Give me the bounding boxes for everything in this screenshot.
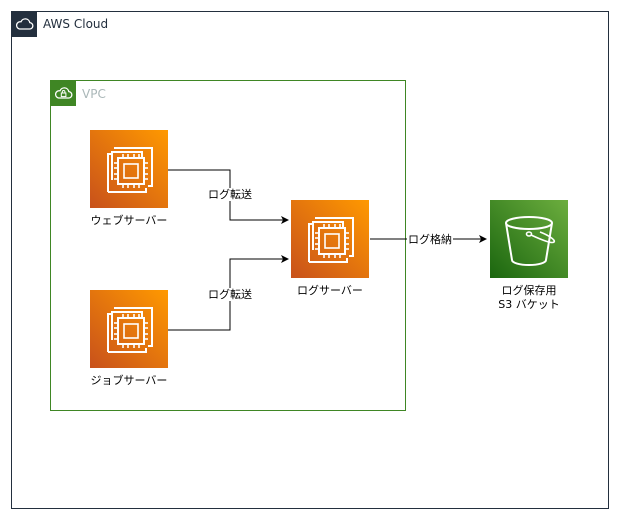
ec2-instance-icon (105, 307, 153, 353)
edge-label-web-to-log: ログ転送 (207, 188, 253, 201)
vpc-group: VPC (50, 80, 406, 411)
vpc-label: VPC (82, 87, 106, 101)
cloud-icon (12, 12, 37, 37)
s3-bucket-icon (505, 216, 556, 266)
web-server-label: ウェブサーバー (90, 214, 168, 227)
job-server-node (90, 290, 168, 368)
s3-bucket-node (490, 200, 568, 278)
aws-cloud-group: AWS Cloud (11, 11, 609, 509)
log-server-label: ログサーバー (297, 284, 363, 297)
s3-bucket-label-line1: ログ保存用 (501, 284, 557, 297)
vpc-cloud-lock-icon (51, 81, 76, 106)
ec2-instance-icon (105, 147, 153, 193)
ec2-instance-icon (306, 217, 354, 263)
s3-bucket-label-line2: S3 バケット (498, 298, 560, 311)
s3-bucket-label: ログ保存用 S3 バケット (470, 284, 588, 312)
job-server-label: ジョブサーバー (90, 374, 168, 387)
log-server-node (291, 200, 369, 278)
web-server-node (90, 130, 168, 208)
aws-cloud-label: AWS Cloud (43, 17, 109, 31)
edge-label-job-to-log: ログ転送 (207, 288, 253, 301)
edge-label-log-to-s3: ログ格納 (407, 233, 453, 246)
